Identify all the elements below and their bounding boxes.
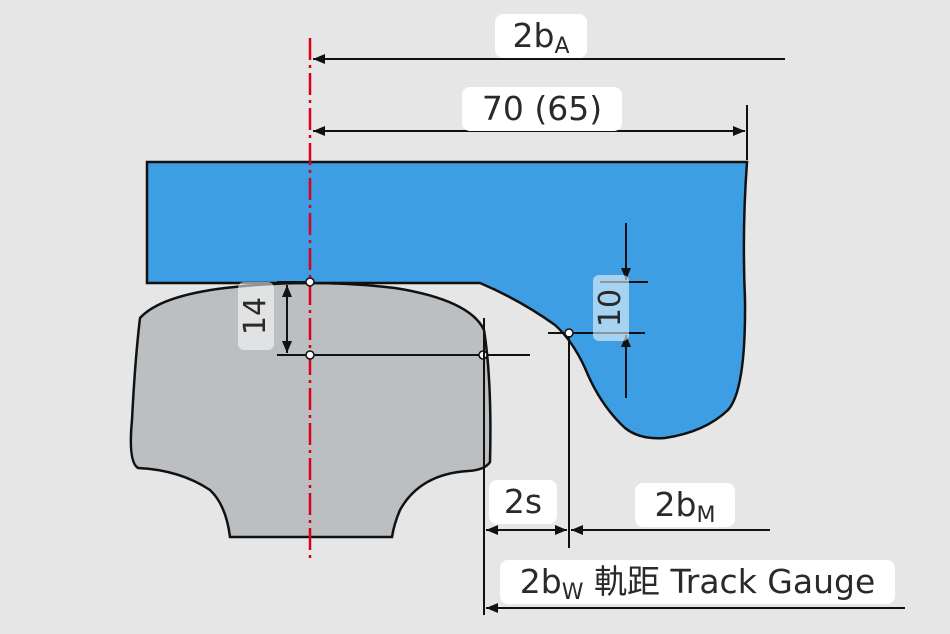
label-2bw-track-gauge: 2bW 軌距 Track Gauge [500,560,895,604]
label-2s: 2s [489,480,557,524]
label-2bm: 2bM [635,483,735,527]
label-10: 10 [593,275,629,341]
label-2ba: 2bA [495,14,587,58]
measure-point-top [305,277,315,287]
label-14: 14 [238,282,274,350]
measure-point-flange [564,328,574,338]
label-70-65: 70 (65) [462,87,622,131]
measure-point-left [305,350,315,360]
wheel-body [145,160,749,440]
